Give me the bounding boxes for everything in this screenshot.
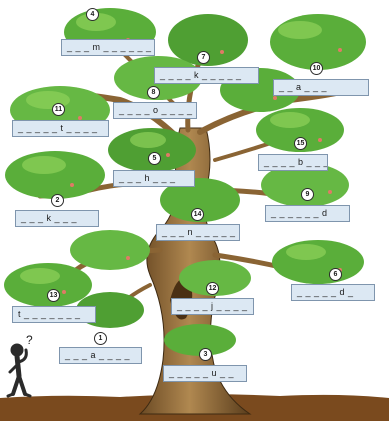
clue-number: 1	[94, 332, 107, 345]
clue-answer-field[interactable]: _ _ _ _ _ _ d	[265, 205, 350, 222]
clue-answer-field[interactable]: _ _ _ n _ _ _ _ _	[156, 224, 240, 241]
clue-answer-field[interactable]: _ _ _ a _ _ _ _	[59, 347, 142, 364]
thinking-person-icon	[6, 343, 32, 398]
clue-answer-field[interactable]: _ _ _ _ b _ _ _	[258, 154, 328, 171]
clue-answer-field[interactable]: _ _ _ _ _ t _ _ _ _	[12, 120, 109, 137]
clue-number: 9	[301, 188, 314, 201]
clue-answer-field[interactable]: _ _ _ h _ _ _	[113, 170, 195, 187]
clue-number: 6	[329, 268, 342, 281]
clue-number: 3	[199, 348, 212, 361]
clue-answer-field[interactable]: _ _ a _ _ _	[273, 79, 369, 96]
clue-answer-field[interactable]: _ _ _ _ k _ _ _ _ _	[154, 67, 259, 84]
clue-answer-field[interactable]: t _ _ _ _ _ _ _	[12, 306, 96, 323]
leaf-highlights	[20, 13, 326, 284]
clue-answer-field[interactable]: _ _ _ _ _ u _ _	[163, 365, 247, 382]
clue-answer-field[interactable]: _ _ _ m _ _ _ _ _ _	[61, 39, 155, 56]
clue-number: 10	[310, 62, 323, 75]
clue-number: 4	[86, 8, 99, 21]
clue-answer-field[interactable]: _ _ _ k _ _ _	[15, 210, 99, 227]
clue-number: 12	[206, 282, 219, 295]
clue-answer-field[interactable]: _ _ _ _ _ d _	[291, 284, 375, 301]
clue-number: 5	[148, 152, 161, 165]
clue-number: 11	[52, 103, 65, 116]
clue-number: 14	[191, 208, 204, 221]
clue-number: 2	[51, 194, 64, 207]
clue-number: 7	[197, 51, 210, 64]
clue-number: 13	[47, 289, 60, 302]
question-mark-icon: ?	[26, 333, 33, 347]
clue-answer-field[interactable]: _ _ _ _ j _ _ _ _	[171, 298, 254, 315]
clue-answer-field[interactable]: _ _ _ _ o _ _ _ _	[113, 102, 197, 119]
clue-number: 15	[294, 137, 307, 150]
clue-number: 8	[147, 86, 160, 99]
